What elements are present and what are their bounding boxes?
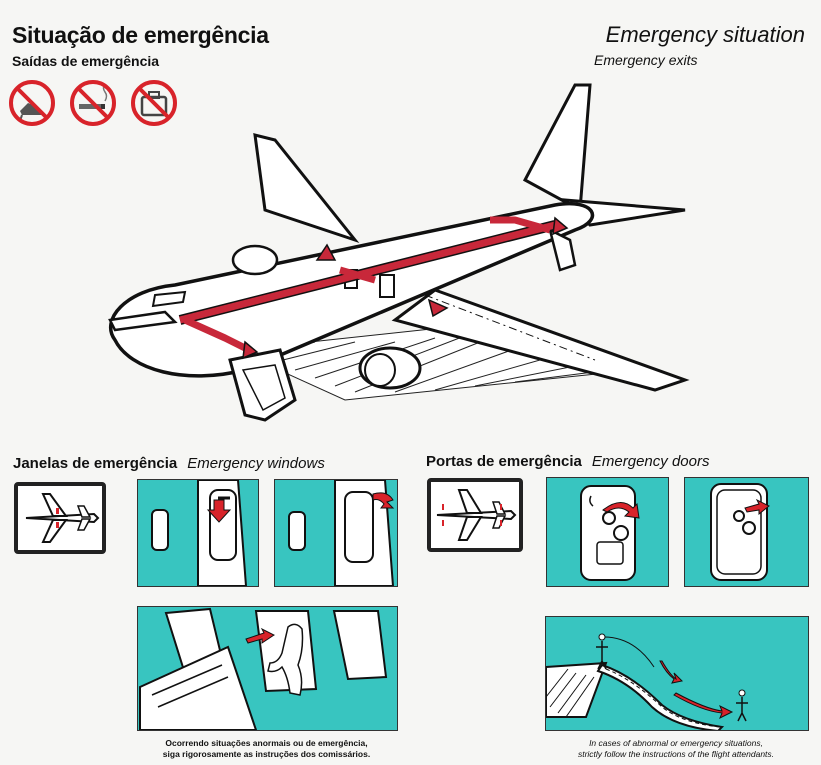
window-evacuation-scene xyxy=(137,606,398,731)
no-baggage-icon xyxy=(131,80,177,126)
window-step-pull-handle xyxy=(137,479,259,587)
caption-pt-line2: siga rigorosamente as instruções dos com… xyxy=(162,749,371,759)
doors-section-heading: Portas de emergência Emergency doors xyxy=(426,453,709,470)
doors-label-en: Emergency doors xyxy=(591,453,710,470)
windows-section-heading: Janelas de emergência Emergency windows xyxy=(13,455,325,472)
page-subtitle-en: Emergency exits xyxy=(594,52,698,68)
caption-en: In cases of abnormal or emergency situat… xyxy=(545,738,807,760)
page-title-pt: Situação de emergência xyxy=(12,22,269,48)
no-high-heels-icon xyxy=(9,80,55,126)
window-exit-locator xyxy=(14,482,106,554)
windows-label-pt: Janelas de emergência xyxy=(13,455,178,472)
window-step-remove-window xyxy=(274,479,398,587)
aircraft-illustration xyxy=(108,83,690,422)
page-title-en: Emergency situation xyxy=(605,22,805,47)
caption-pt: Ocorrendo situações anormais ou de emerg… xyxy=(137,738,396,760)
exit-routes xyxy=(178,216,557,352)
caption-en-line1: In cases of abnormal or emergency situat… xyxy=(589,738,763,748)
door-slide-evacuation-scene xyxy=(545,616,809,731)
doors-label-pt: Portas de emergência xyxy=(426,453,582,470)
door-exit-locator xyxy=(427,478,523,552)
windows-label-en: Emergency windows xyxy=(187,455,325,472)
caption-pt-line1: Ocorrendo situações anormais ou de emerg… xyxy=(165,738,368,748)
door-step-lift-handle xyxy=(546,477,669,587)
exit-arrows xyxy=(242,216,569,360)
page-subtitle-pt: Saídas de emergência xyxy=(12,53,160,69)
door-step-push-door xyxy=(684,477,809,587)
caption-en-line2: strictly follow the instructions of the … xyxy=(577,749,775,759)
no-smoking-icon xyxy=(70,80,116,126)
